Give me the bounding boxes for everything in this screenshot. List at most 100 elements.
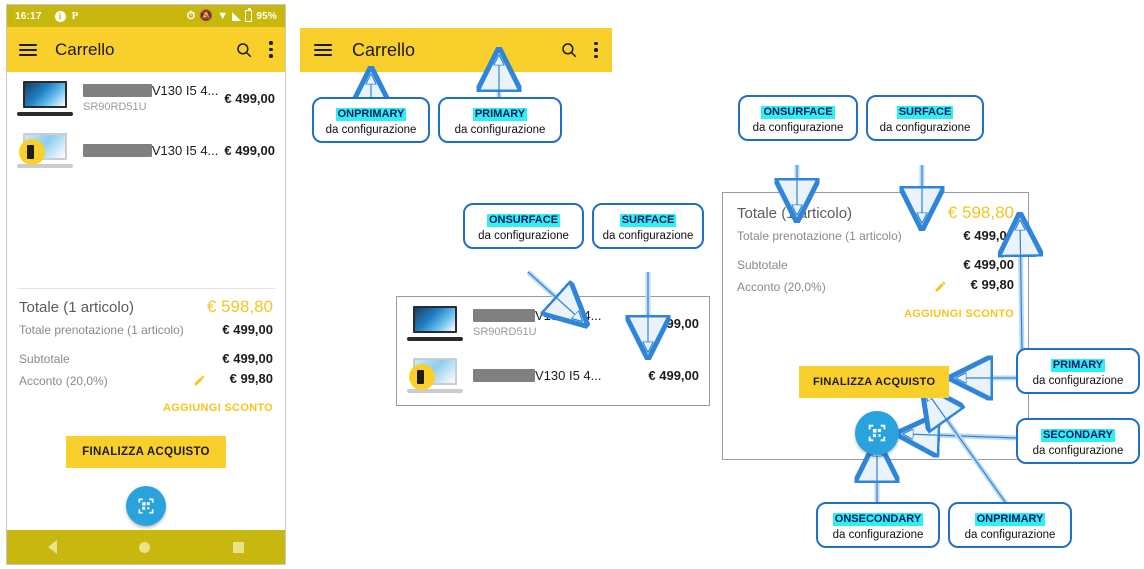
- redacted-bar: [83, 143, 152, 157]
- item-name-line: V130 I5 4...: [473, 308, 653, 323]
- checkout-cta-wrap: FINALIZZA ACQUISTO: [7, 436, 285, 468]
- laptop-dark-icon: [407, 304, 463, 342]
- recents-square-icon[interactable]: [232, 541, 244, 553]
- page-title: Carrello: [55, 39, 115, 59]
- item-name: V130 I5 4...: [151, 142, 219, 158]
- totals-section: Totale (1 articolo) € 598,80 Totale pren…: [723, 193, 1028, 320]
- pencil-icon[interactable]: [193, 374, 206, 387]
- notifications-off-icon: 🔕: [199, 9, 214, 22]
- deposit-value: € 99,80: [229, 371, 273, 386]
- callout-subtitle: da configurazione: [478, 230, 569, 242]
- spacer: [737, 243, 1014, 257]
- list-item[interactable]: V130 I5 4... SR90RD51U 499,00: [397, 297, 709, 349]
- hamburger-icon[interactable]: [314, 44, 332, 56]
- item-name: V130 I5 4...: [151, 83, 219, 98]
- callout-keyword: SURFACE: [896, 106, 954, 119]
- list-item[interactable]: V130 I5 4... € 499,00: [7, 124, 285, 176]
- search-icon[interactable]: [560, 41, 578, 59]
- total-value: € 598,80: [947, 203, 1014, 222]
- laptop-light-booking-icon: [17, 131, 73, 169]
- total-value: € 598,80: [206, 297, 273, 316]
- totals-section: Totale (1 articolo) € 598,80 Totale pren…: [7, 289, 285, 414]
- item-name-line: V130 I5 4...: [83, 143, 218, 158]
- add-discount-link[interactable]: AGGIUNGI SCONTO: [162, 402, 273, 414]
- callout-subtitle: da configurazione: [1032, 375, 1124, 387]
- redacted-bar: [83, 84, 152, 97]
- item-sku: SR90RD51U: [83, 101, 147, 113]
- subtotal-label: Subtotale: [737, 258, 788, 272]
- phone-mockup: 16:17 i P ⏱ 🔕 ▼ 95% Carrello: [6, 4, 286, 565]
- item-price: € 499,00: [224, 90, 275, 106]
- callout-keyword: ONPRIMARY: [335, 108, 407, 121]
- callout-onsurface-list: ONSURFACE da configurazione: [463, 203, 584, 249]
- status-time: 16:17: [15, 10, 42, 22]
- item-info: V130 I5 4... SR90RD51U: [463, 308, 653, 338]
- total-row: Totale (1 articolo) € 598,80: [737, 203, 1014, 223]
- phone-app-bar: Carrello: [7, 27, 285, 72]
- add-discount-link[interactable]: AGGIUNGI SCONTO: [903, 308, 1014, 320]
- callout-keyword: PRIMARY: [1050, 359, 1106, 372]
- item-name-line: V130 I5 4...: [473, 368, 642, 383]
- search-icon[interactable]: [235, 41, 253, 59]
- deposit-label: Acconto (20,0%): [19, 374, 108, 388]
- list-item[interactable]: V130 I5 4... SR90RD51U € 499,00: [7, 72, 285, 124]
- spacer: [19, 337, 273, 351]
- item-name-line: V130 I5 4...: [83, 83, 218, 98]
- deposit-value: € 99,80: [970, 277, 1014, 292]
- home-circle-icon[interactable]: [139, 541, 151, 553]
- hamburger-icon[interactable]: [19, 43, 37, 56]
- laptop-dark-icon: [17, 79, 73, 117]
- reservation-label: Totale prenotazione (1 articolo): [19, 323, 184, 337]
- callout-keyword: PRIMARY: [472, 108, 528, 121]
- booking-badge-icon: [409, 364, 435, 390]
- callout-keyword: SECONDARY: [1041, 429, 1115, 442]
- callout-surface-list: SURFACE da configurazione: [592, 203, 704, 249]
- reservation-row: Totale prenotazione (1 articolo) € 499,0…: [737, 228, 1014, 243]
- subtotal-label: Subtotale: [19, 352, 70, 366]
- callout-subtitle: da configurazione: [1032, 445, 1124, 457]
- status-bar: 16:17 i P ⏱ 🔕 ▼ 95%: [7, 5, 285, 27]
- callout-onprimary-cta: ONPRIMARY da configurazione: [948, 502, 1072, 548]
- alarm-icon: ⏱: [186, 9, 196, 22]
- total-label: Totale (1 articolo): [737, 205, 853, 222]
- total-row: Totale (1 articolo) € 598,80: [19, 297, 273, 317]
- callout-surface-totals: SURFACE da configurazione: [866, 95, 984, 141]
- deposit-row: Acconto (20,0%) € 99,80: [19, 371, 273, 388]
- battery-percent: 95%: [256, 10, 277, 22]
- page-title: Carrello: [352, 39, 416, 60]
- callout-subtitle: da configurazione: [879, 122, 971, 134]
- item-price: € 499,00: [224, 142, 275, 158]
- item-info: V130 I5 4...: [73, 143, 218, 158]
- callout-keyword: ONSECONDARY: [832, 513, 924, 526]
- callout-keyword: ONPRIMARY: [974, 513, 1046, 526]
- callout-keyword: ONSURFACE: [486, 214, 561, 227]
- appbar-replica: Carrello: [300, 28, 612, 72]
- callout-subtitle: da configurazione: [832, 529, 924, 541]
- status-bar-right: ⏱ 🔕 ▼ 95%: [186, 8, 277, 22]
- total-label: Totale (1 articolo): [19, 299, 135, 316]
- laptop-light-booking-icon: [407, 356, 463, 394]
- back-triangle-icon[interactable]: [48, 540, 58, 554]
- finalize-purchase-button[interactable]: FINALIZZA ACQUISTO: [66, 436, 226, 468]
- more-vert-icon[interactable]: [269, 41, 273, 58]
- callout-onsurface-totals: ONSURFACE da configurazione: [738, 95, 858, 141]
- item-price: 499,00: [659, 315, 699, 331]
- more-vert-icon[interactable]: [594, 41, 598, 59]
- callout-subtitle: da configurazione: [454, 124, 546, 136]
- qr-scan-icon[interactable]: [855, 411, 899, 455]
- callout-primary-appbar: PRIMARY da configurazione: [438, 97, 562, 143]
- list-divider: [17, 288, 275, 289]
- qr-scan-icon[interactable]: [126, 486, 166, 526]
- pencil-icon[interactable]: [934, 280, 947, 293]
- deposit-label: Acconto (20,0%): [737, 280, 826, 294]
- deposit-right: € 99,80: [934, 277, 1014, 292]
- callout-subtitle: da configurazione: [752, 122, 844, 134]
- callout-subtitle: da configurazione: [602, 230, 694, 242]
- list-item[interactable]: V130 I5 4... € 499,00: [397, 349, 709, 401]
- subtotal-row: Subtotale € 499,00: [737, 257, 1014, 272]
- callout-secondary-fab: SECONDARY da configurazione: [1016, 418, 1140, 464]
- finalize-purchase-button[interactable]: FINALIZZA ACQUISTO: [799, 366, 950, 398]
- subtotal-value: € 499,00: [222, 351, 273, 366]
- item-info: V130 I5 4... SR90RD51U: [73, 83, 218, 113]
